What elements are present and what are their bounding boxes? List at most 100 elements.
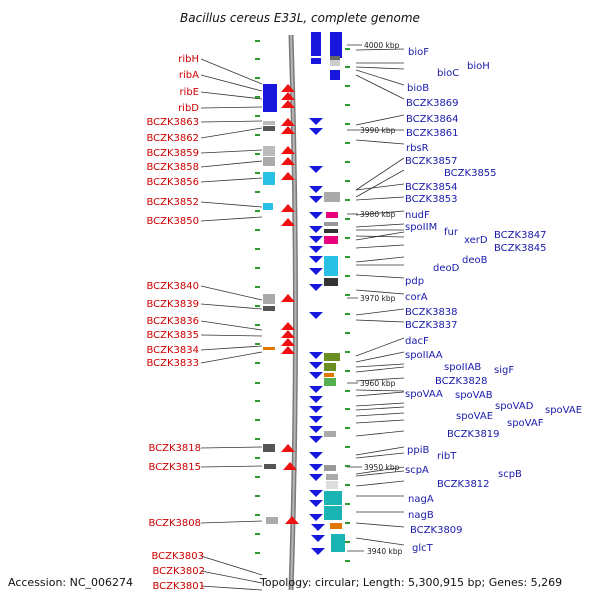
right-gene-label[interactable]: spoVAE (456, 411, 493, 422)
right-gene-label[interactable]: BCZK3861 (406, 128, 459, 139)
right-gene-label[interactable]: glcT (412, 543, 434, 554)
blue-arrow (309, 236, 323, 243)
right-gene-label[interactable]: deoB (462, 255, 488, 266)
right-gene-label[interactable]: nagB (408, 510, 434, 521)
right-gene-label[interactable]: spoVAF (507, 418, 544, 429)
left-gene-label[interactable]: ribA (179, 70, 199, 81)
left-gene-label[interactable]: BCZK3803 (151, 551, 204, 562)
right-gene-label[interactable]: BCZK3847 (494, 230, 547, 241)
gene-box (330, 60, 340, 66)
right-gene-label[interactable]: BCZK3837 (405, 320, 458, 331)
left-gene-label[interactable]: ribD (178, 103, 199, 114)
right-gene-label[interactable]: nagA (408, 494, 434, 505)
tick-mark (255, 533, 260, 535)
left-gene-label[interactable]: BCZK3808 (148, 518, 201, 529)
blue-arrow (309, 474, 323, 481)
left-gene-label[interactable]: BCZK3836 (146, 316, 199, 327)
right-gene-label[interactable]: spoIIAA (405, 350, 443, 361)
right-gene-label[interactable]: scpA (405, 465, 429, 476)
right-gene-label[interactable]: bioF (408, 47, 429, 58)
right-gene-label[interactable]: spoIIAB (444, 362, 481, 373)
right-gene-label[interactable]: bioH (467, 61, 490, 72)
left-gene-label[interactable]: BCZK3859 (146, 148, 199, 159)
connector-line (355, 480, 405, 487)
connector-line (200, 570, 263, 584)
right-gene-label[interactable]: pdp (405, 276, 424, 287)
left-gene-label[interactable]: BCZK3862 (146, 133, 199, 144)
scale-label: 3950 kbp (364, 463, 400, 472)
right-gene-label[interactable]: nudF (405, 210, 430, 221)
right-gene-label[interactable]: ppiB (407, 445, 429, 456)
right-gene-label[interactable]: BCZK3845 (494, 243, 547, 254)
left-gene-label[interactable]: ribH (178, 54, 199, 65)
left-gene-label[interactable]: BCZK3835 (146, 330, 199, 341)
left-gene-label[interactable]: BCZK3858 (146, 162, 199, 173)
right-gene-label[interactable]: BCZK3812 (437, 479, 490, 490)
red-arrow (281, 118, 295, 126)
right-gene-label[interactable]: BCZK3869 (406, 98, 459, 109)
right-gene-label[interactable]: bioC (437, 68, 459, 79)
right-gene-label[interactable]: fur (444, 227, 459, 238)
right-gene-label[interactable]: dacF (405, 336, 429, 347)
connector-line (355, 377, 405, 382)
blue-arrow (309, 386, 323, 393)
left-gene-label[interactable]: BCZK3840 (146, 281, 199, 292)
tick-mark (345, 218, 350, 220)
left-gene-label[interactable]: BCZK3833 (146, 358, 199, 369)
gene-box (263, 203, 273, 210)
left-gene-label[interactable]: BCZK3850 (146, 216, 199, 227)
blue-arrow (309, 256, 323, 263)
right-gene-label[interactable]: scpB (498, 469, 522, 480)
right-gene-label[interactable]: deoD (433, 263, 460, 274)
connector-line (355, 231, 405, 241)
connector-line (200, 58, 263, 85)
left-gene-label[interactable]: BCZK3815 (148, 462, 201, 473)
connector-line (355, 319, 405, 323)
right-gene-label[interactable]: BCZK3838 (405, 307, 458, 318)
left-gene-label[interactable]: BCZK3839 (146, 299, 199, 310)
right-gene-label[interactable]: sigF (494, 365, 514, 376)
right-gene-label[interactable]: xerD (464, 235, 488, 246)
right-gene-label[interactable]: BCZK3828 (435, 376, 488, 387)
connector-line (200, 120, 263, 123)
left-gene-label[interactable]: BCZK3856 (146, 177, 199, 188)
gene-box (263, 126, 275, 131)
gene-box (311, 32, 321, 56)
left-gene-label[interactable]: BCZK3852 (146, 197, 199, 208)
left-gene-label[interactable]: BCZK3801 (152, 581, 205, 592)
tick-mark (255, 77, 260, 79)
left-gene-label[interactable]: BCZK3834 (146, 345, 199, 356)
connector-line (355, 235, 405, 238)
right-gene-label[interactable]: BCZK3855 (444, 168, 497, 179)
right-gene-label[interactable]: spoVAB (455, 390, 493, 401)
right-gene-label[interactable]: bioB (407, 83, 429, 94)
right-gene-label[interactable]: BCZK3853 (405, 194, 458, 205)
right-gene-label[interactable]: BCZK3854 (405, 182, 458, 193)
tick-mark (255, 495, 260, 497)
left-gene-label[interactable]: BCZK3818 (148, 443, 201, 454)
connector-line (355, 391, 405, 397)
gene-box (324, 465, 336, 471)
tick-mark (345, 123, 350, 125)
right-gene-label[interactable]: spoVAD (495, 401, 534, 412)
left-gene-label[interactable]: ribE (179, 87, 199, 98)
right-gene-label[interactable]: ribT (437, 451, 457, 462)
left-gene-label[interactable]: BCZK3863 (146, 117, 199, 128)
right-gene-label[interactable]: spoIIM (405, 222, 437, 233)
red-arrow (281, 126, 295, 134)
right-gene-label[interactable]: spoVAE (545, 405, 582, 416)
blue-arrow (311, 535, 325, 542)
right-gene-label[interactable]: BCZK3857 (405, 156, 458, 167)
right-gene-label[interactable]: BCZK3809 (410, 525, 463, 536)
connector-line (355, 308, 405, 316)
blue-arrow (309, 396, 323, 403)
right-gene-label[interactable]: rbsR (406, 143, 429, 154)
right-gene-label[interactable]: BCZK3819 (447, 429, 500, 440)
right-gene-label[interactable]: BCZK3864 (406, 114, 459, 125)
label-connectors (200, 48, 405, 591)
left-gene-label[interactable]: BCZK3802 (152, 566, 205, 577)
right-gene-label[interactable]: corA (405, 292, 428, 303)
right-gene-label[interactable]: spoVAA (405, 389, 443, 400)
gene-box (324, 378, 336, 386)
